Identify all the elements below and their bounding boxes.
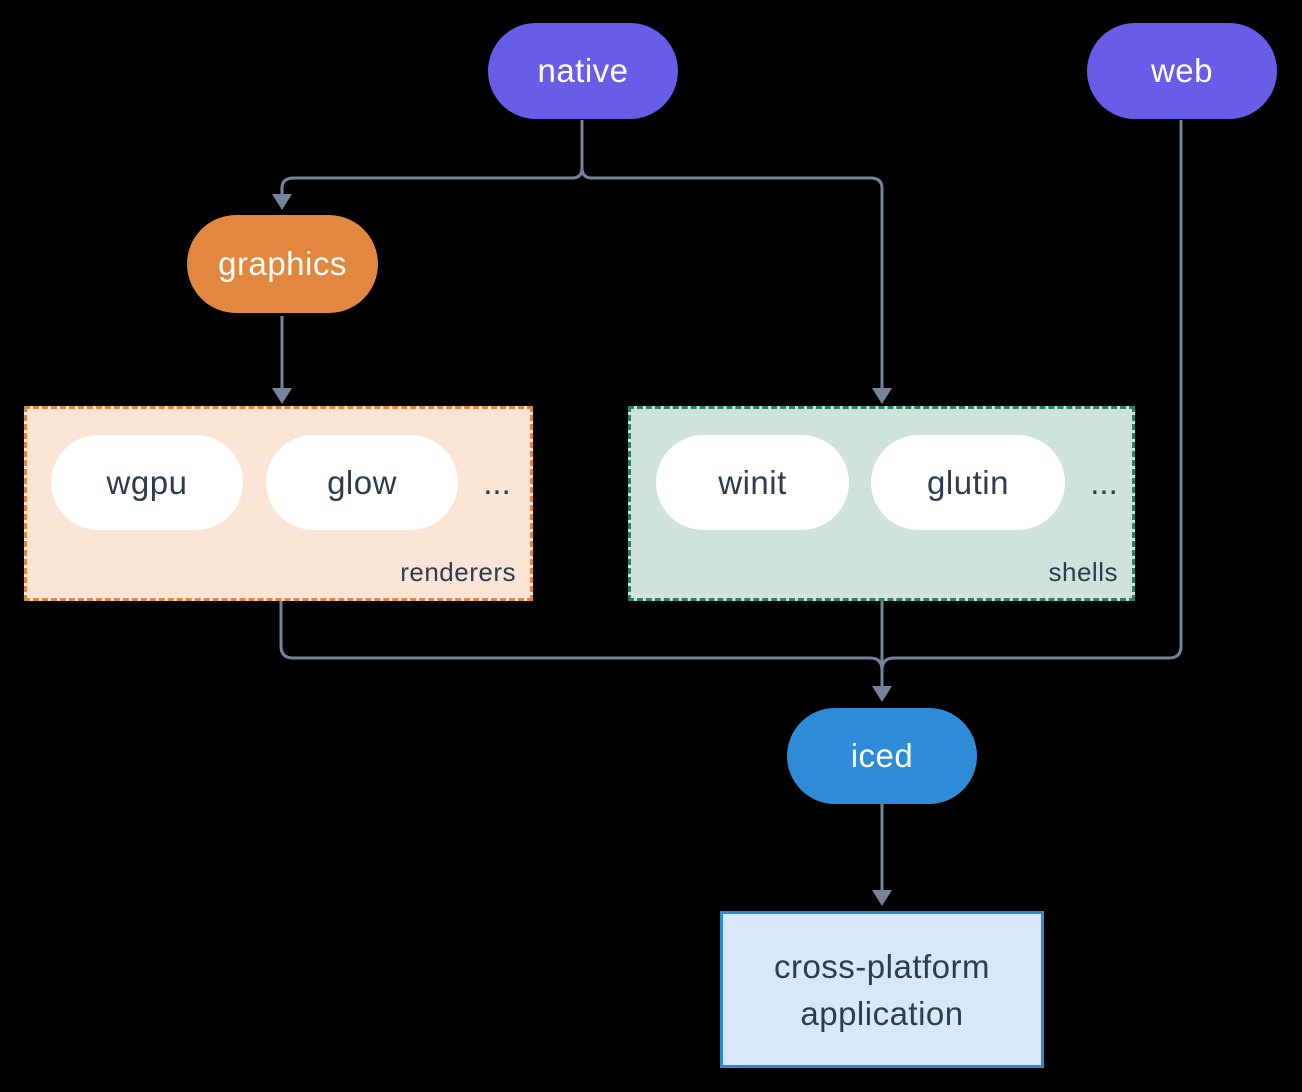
node-wgpu: wgpu	[51, 435, 243, 530]
node-glow: glow	[266, 435, 458, 530]
shells-group-label: shells	[1048, 557, 1118, 587]
edge-web-iced	[880, 120, 1183, 686]
arrowhead-application	[872, 890, 892, 906]
node-native-label: native	[537, 52, 629, 89]
application-box: cross-platform application	[720, 911, 1044, 1068]
group-renderers: wgpu glow ... renderers	[24, 406, 533, 601]
node-winit: winit	[656, 435, 849, 530]
node-graphics: graphics	[187, 215, 378, 313]
node-web: web	[1087, 23, 1277, 119]
node-glutin-label: glutin	[927, 463, 1009, 501]
edge-native-graphics	[280, 120, 584, 196]
renderers-group-label: renderers	[400, 557, 516, 587]
shells-ellipsis: ...	[1090, 463, 1118, 501]
node-winit-label: winit	[718, 463, 787, 501]
group-shells: winit glutin ... shells	[628, 406, 1135, 601]
node-graphics-label: graphics	[218, 245, 347, 282]
arrowhead-shells	[872, 388, 892, 404]
arrowhead-renderers	[272, 388, 292, 404]
node-glutin: glutin	[871, 435, 1065, 530]
node-native: native	[488, 23, 678, 119]
application-label: cross-platform application	[773, 947, 991, 1032]
arrowhead-graphics	[272, 194, 292, 210]
node-web-label: web	[1150, 52, 1214, 89]
arrowhead-iced	[872, 686, 892, 702]
node-wgpu-label: wgpu	[106, 463, 188, 501]
edge-renderers-iced	[279, 601, 884, 686]
renderers-ellipsis: ...	[483, 463, 511, 501]
edge-native-shells	[580, 120, 884, 390]
node-glow-label: glow	[327, 463, 397, 501]
node-iced-label: iced	[850, 737, 914, 774]
node-iced: iced	[787, 708, 977, 804]
